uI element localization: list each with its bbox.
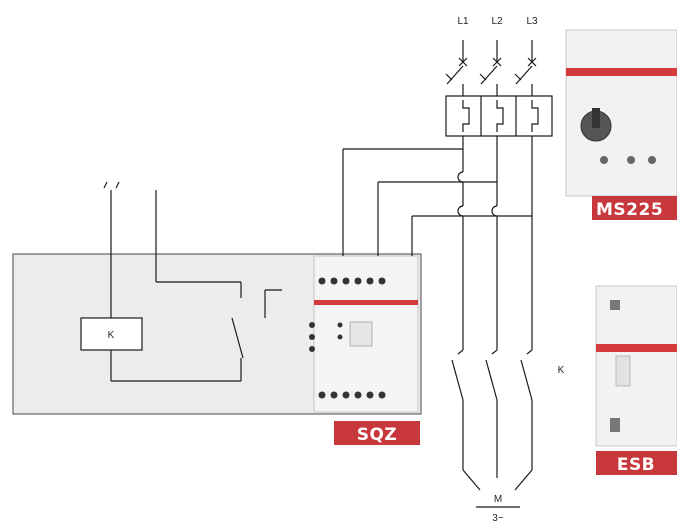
motor-sub-label: 3~ bbox=[492, 513, 504, 524]
phase-label-l3: L3 bbox=[526, 16, 538, 27]
sqz-device-image bbox=[309, 255, 419, 413]
relay-coil bbox=[80, 317, 143, 351]
relay-coil-label: K bbox=[108, 330, 115, 341]
esb-badge-label: ESB bbox=[617, 455, 655, 475]
phase-label-l1: L1 bbox=[457, 16, 469, 27]
sqz-badge bbox=[334, 421, 420, 445]
power-circuit bbox=[342, 40, 553, 508]
contactor-label: K bbox=[558, 365, 565, 376]
esb-device-image bbox=[595, 285, 677, 447]
control-circuit bbox=[103, 181, 282, 382]
esb-badge bbox=[596, 451, 677, 475]
motor-label: M bbox=[494, 494, 502, 505]
ms225-badge-label: MS225 bbox=[596, 200, 663, 220]
ms225-badge bbox=[592, 196, 677, 220]
ms225-device-image bbox=[565, 29, 677, 197]
sqz-badge-label: SQZ bbox=[357, 425, 398, 445]
phase-label-l2: L2 bbox=[491, 16, 503, 27]
